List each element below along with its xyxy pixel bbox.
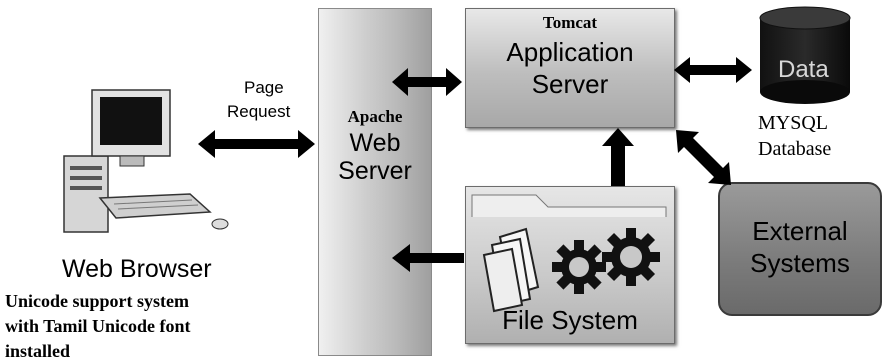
browser-note-line1: Unicode support system <box>5 291 190 311</box>
tomcat-server-label: Server <box>531 69 609 99</box>
arrow-apache-tomcat <box>392 68 462 96</box>
gear-icon <box>552 240 606 294</box>
tomcat-application-server-box: Tomcat Application Server <box>465 8 675 128</box>
systems-label: Systems <box>750 248 850 278</box>
apache-label: Apache <box>347 107 403 126</box>
file-system-label: File System <box>502 305 638 335</box>
arrow-filesystem-apache <box>392 244 464 272</box>
arrow-filesystem-tomcat <box>602 128 634 186</box>
web-browser-label: Web Browser <box>62 255 212 283</box>
database-cylinder <box>759 6 851 104</box>
external-systems-box: External Systems <box>718 182 882 316</box>
apache-web-server-box: Apache Web Server <box>318 8 432 356</box>
tomcat-label: Tomcat <box>542 13 598 32</box>
database-label: Database <box>758 138 832 160</box>
application-label: Application <box>506 37 634 67</box>
page-label: Page <box>244 78 284 97</box>
server-label: Server <box>338 157 412 185</box>
arrow-tomcat-external <box>676 130 731 185</box>
mysql-label: MYSQL <box>758 112 829 134</box>
gear-icon <box>602 228 660 286</box>
request-label: Request <box>227 102 291 121</box>
external-label: External <box>752 216 848 246</box>
web-label: Web <box>349 129 401 157</box>
folder-icon <box>471 194 667 217</box>
browser-note-line2: with Tamil Unicode font <box>5 316 191 336</box>
file-system-box: File System <box>465 186 675 344</box>
browser-note-line3: installed <box>5 341 71 361</box>
arrow-tomcat-database <box>674 57 752 83</box>
desktop-computer-icon <box>63 89 229 233</box>
database-data-label: Data <box>778 56 829 83</box>
documents-icon <box>482 227 540 313</box>
file-system-graphic <box>471 194 667 313</box>
arrow-browser-apache <box>198 130 315 158</box>
